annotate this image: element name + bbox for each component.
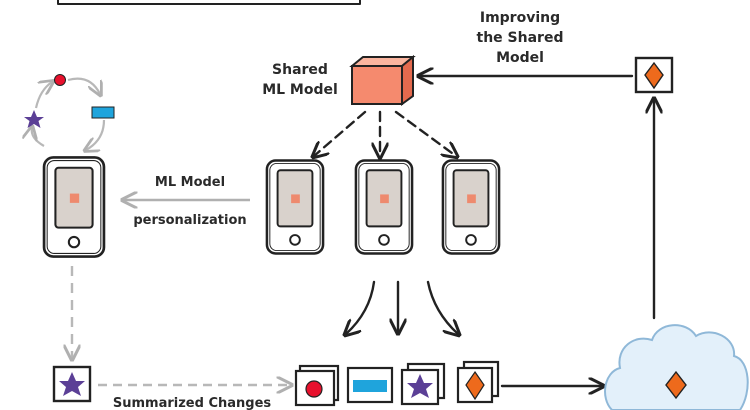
svg-text:ML Model: ML Model bbox=[262, 82, 338, 98]
svg-text:Improving: Improving bbox=[480, 10, 560, 26]
summarized-changes-label: Summarized Changes bbox=[113, 396, 272, 410]
phone-icon bbox=[441, 159, 501, 255]
cycle-arrows bbox=[32, 77, 106, 150]
cloud-icon bbox=[604, 324, 749, 410]
top-frame-edge bbox=[57, 0, 361, 5]
dot-icon bbox=[294, 364, 340, 407]
aggregation-arrows bbox=[346, 280, 458, 334]
cube-icon bbox=[349, 54, 416, 106]
shared-model-label: Shared ML Model bbox=[262, 62, 338, 98]
svg-text:personalization: personalization bbox=[133, 213, 246, 228]
phone-icon bbox=[42, 156, 106, 258]
svg-text:Shared: Shared bbox=[272, 62, 328, 78]
bar-icon bbox=[346, 366, 394, 404]
bar-icon bbox=[91, 106, 115, 119]
svg-text:the Shared: the Shared bbox=[477, 30, 564, 46]
star-icon bbox=[24, 110, 44, 128]
phone-icon bbox=[265, 159, 325, 255]
distribution-arrows bbox=[314, 110, 456, 156]
dot-icon bbox=[54, 74, 66, 86]
changes-group bbox=[294, 360, 500, 407]
star-icon bbox=[400, 362, 446, 406]
personalization-label: ML Model personalization bbox=[133, 175, 246, 228]
diamond-icon bbox=[634, 56, 674, 94]
phone-icon bbox=[354, 159, 414, 255]
diamond-icon bbox=[456, 360, 500, 404]
svg-text:Model: Model bbox=[496, 50, 544, 66]
star-icon bbox=[52, 365, 92, 403]
improving-label: Improving the Shared Model bbox=[477, 10, 564, 66]
svg-text:ML Model: ML Model bbox=[155, 175, 225, 190]
